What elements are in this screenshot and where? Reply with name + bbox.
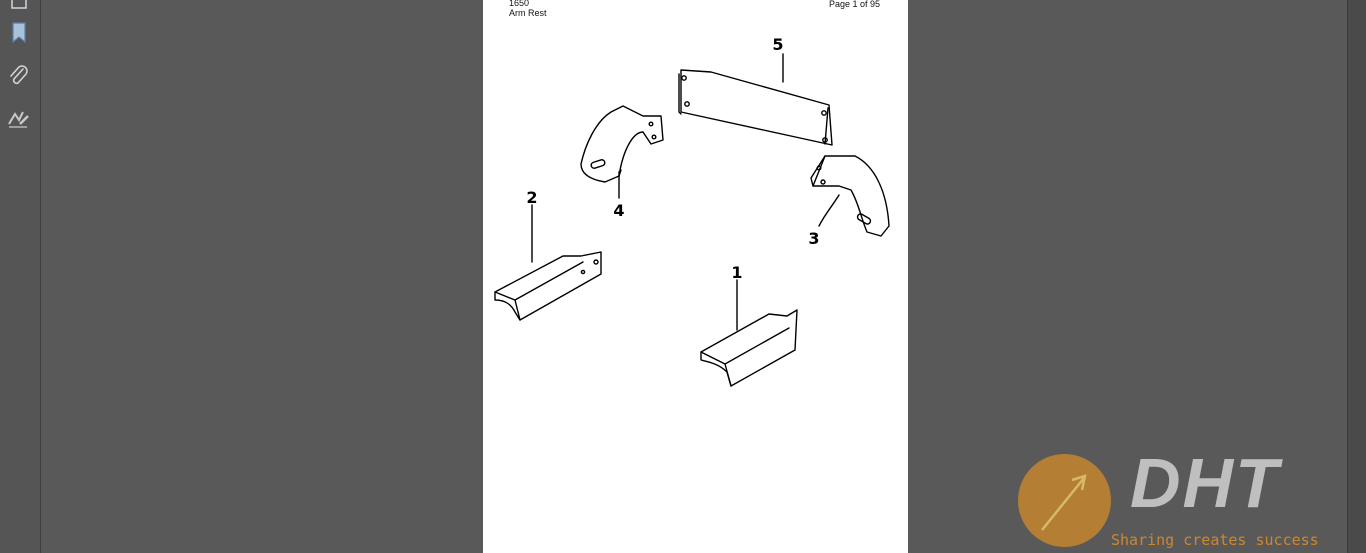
page-thumbnails-icon	[11, 0, 27, 9]
part-2-drawing	[494, 251, 602, 321]
watermark-logo-text: DHT	[1130, 444, 1280, 522]
arm-rest-exploded-diagram: 5 4 3 2 1	[494, 35, 890, 387]
callout-2: 2	[526, 188, 537, 207]
section-title: Arm Rest	[509, 8, 547, 18]
model-number: 1650	[509, 0, 530, 8]
vertical-scrollbar[interactable]	[1347, 0, 1366, 553]
part-4-drawing	[580, 105, 664, 183]
page-number: Page 1 of 95	[829, 0, 881, 9]
watermark-circle-logo	[1018, 454, 1111, 547]
part-3-drawing	[810, 155, 890, 237]
left-navigation-pane	[0, 0, 41, 553]
arrow-icon	[1041, 474, 1087, 531]
pdf-page: 1650 Arm Rest Page 1 of 95	[483, 0, 908, 553]
bookmarks-button[interactable]	[6, 19, 32, 47]
leader-lines	[531, 53, 840, 331]
signatures-icon	[8, 111, 29, 128]
page-header-left: 1650 Arm Rest	[509, 0, 547, 18]
watermark-tagline: Sharing creates success	[1111, 531, 1319, 549]
document-viewport[interactable]: 1650 Arm Rest Page 1 of 95	[41, 0, 1348, 553]
callout-1: 1	[731, 263, 742, 282]
part-1-drawing	[700, 309, 798, 387]
callout-5: 5	[772, 35, 783, 54]
callout-3: 3	[808, 229, 819, 248]
attachments-icon	[10, 65, 28, 85]
watermark: DHT Sharing creates success	[1018, 448, 1366, 553]
part-5-drawing	[678, 69, 833, 146]
callout-4: 4	[613, 201, 624, 220]
signatures-button[interactable]	[6, 105, 32, 133]
page-thumbnails-button[interactable]	[6, 0, 32, 14]
bookmarks-icon	[12, 22, 26, 44]
attachments-button[interactable]	[6, 62, 32, 90]
